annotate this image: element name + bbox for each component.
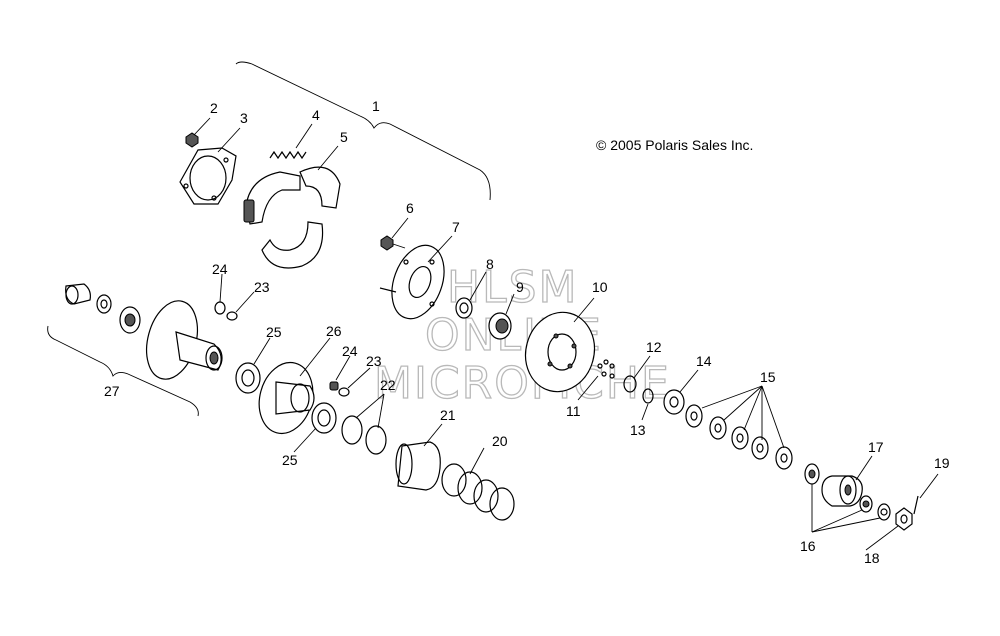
part-7-drive-plate bbox=[379, 244, 445, 320]
leader-lines bbox=[193, 117, 899, 551]
callout-15: 15 bbox=[760, 369, 776, 385]
callout-23-upper: 23 bbox=[254, 279, 270, 295]
callout-7: 7 bbox=[452, 219, 460, 235]
part-21-sleeve bbox=[395, 441, 441, 491]
part-12-clip bbox=[623, 375, 637, 393]
part-17-bushing bbox=[821, 475, 863, 507]
callout-4: 4 bbox=[312, 107, 320, 123]
part-24-pin-upper bbox=[214, 301, 226, 315]
part-19-screw bbox=[913, 473, 939, 515]
callout-12: 12 bbox=[646, 339, 662, 355]
part-14-washer bbox=[663, 389, 685, 415]
part-25-bearing-lower bbox=[311, 402, 337, 434]
callout-6: 6 bbox=[406, 200, 414, 216]
callout-24-upper: 24 bbox=[212, 261, 228, 277]
part-18-nut bbox=[895, 507, 913, 531]
part-20-spring bbox=[441, 463, 515, 521]
callout-24-lower: 24 bbox=[342, 343, 358, 359]
part-13-ring bbox=[642, 388, 654, 404]
part-22-o-rings bbox=[341, 415, 387, 455]
part-8-washer bbox=[455, 297, 473, 319]
part-11-rollers bbox=[597, 359, 615, 379]
callout-19: 19 bbox=[934, 455, 950, 471]
callout-2: 2 bbox=[210, 100, 218, 116]
callout-11: 11 bbox=[566, 403, 581, 419]
part-25-bearing-upper bbox=[235, 362, 261, 394]
callout-13: 13 bbox=[630, 422, 646, 438]
assembly-bracket-27 bbox=[47, 325, 199, 417]
part-16-bearings bbox=[804, 463, 891, 533]
copyright-text: © 2005 Polaris Sales Inc. bbox=[596, 137, 753, 153]
part-15-washers bbox=[685, 385, 793, 470]
callout-27: 27 bbox=[104, 383, 120, 399]
callout-3: 3 bbox=[240, 110, 248, 126]
callout-labels: 1 2 3 4 5 6 7 8 9 10 11 12 13 14 15 16 1… bbox=[104, 98, 950, 566]
part-6-nut bbox=[380, 235, 406, 251]
part-23-screw-lower bbox=[338, 387, 350, 397]
callout-25-lower: 25 bbox=[282, 452, 298, 468]
callout-23-lower: 23 bbox=[366, 353, 382, 369]
callout-1: 1 bbox=[372, 98, 380, 114]
assembly-bracket-1 bbox=[235, 61, 491, 201]
callout-26: 26 bbox=[326, 323, 342, 339]
callout-20: 20 bbox=[492, 433, 508, 449]
callout-10: 10 bbox=[592, 279, 608, 295]
callout-8: 8 bbox=[486, 256, 494, 272]
part-9-bearing bbox=[488, 312, 512, 340]
callout-18: 18 bbox=[864, 550, 880, 566]
part-27-fixed-sheave bbox=[65, 283, 223, 380]
callout-17: 17 bbox=[868, 439, 884, 455]
part-5-clutch-shoes bbox=[243, 166, 341, 269]
part-10-sheave bbox=[524, 311, 596, 393]
part-24-pin-lower bbox=[329, 381, 339, 391]
callout-14: 14 bbox=[696, 353, 712, 369]
callout-16: 16 bbox=[800, 538, 816, 554]
part-2-nut bbox=[185, 132, 199, 148]
part-4-spring bbox=[269, 150, 307, 160]
callout-25-upper: 25 bbox=[266, 324, 282, 340]
part-26-movable-sheave bbox=[258, 361, 315, 435]
part-23-screw-upper bbox=[226, 311, 238, 321]
callout-9: 9 bbox=[516, 279, 524, 295]
part-3-plate bbox=[179, 147, 237, 205]
callout-21: 21 bbox=[440, 407, 456, 423]
callout-5: 5 bbox=[340, 129, 348, 145]
callout-22: 22 bbox=[380, 377, 396, 393]
watermark-line-3: MICROFICHE bbox=[374, 358, 671, 409]
